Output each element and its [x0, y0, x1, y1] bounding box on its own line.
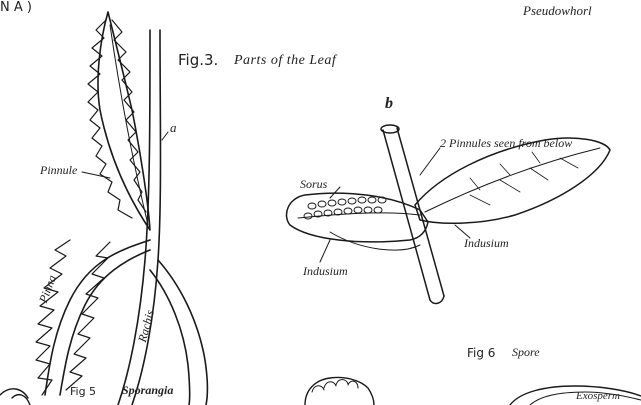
a-leader — [162, 132, 168, 140]
fig3-title: Parts of the Leaf — [234, 53, 336, 69]
label-indusium-left: Indusium — [303, 264, 348, 279]
fig6-stem-bottom — [430, 296, 444, 303]
fig6-right-midrib — [425, 148, 600, 212]
fig5-number: Fig 5 — [70, 385, 96, 398]
top-right-label: Pseudowhorl — [523, 3, 592, 19]
fig5-caption: Sporangia — [122, 383, 173, 398]
pinnule-leader — [82, 172, 110, 178]
indusium-left-leader — [320, 240, 330, 262]
fig6-number: Fig 6 — [467, 346, 495, 360]
fig6-caption: Spore — [512, 345, 540, 360]
rachis-line-left — [118, 30, 150, 405]
label-pinnules-below: 2 Pinnules seen from below — [440, 136, 572, 151]
pinna-branch — [45, 240, 150, 395]
fern-frond — [36, 12, 207, 405]
label-indusium-right: Indusium — [464, 236, 509, 251]
lower-pinna-serration-right — [66, 242, 110, 390]
sporangia-center — [305, 377, 374, 405]
upper-pinnule-outline — [98, 12, 150, 230]
label-sorus: Sorus — [300, 177, 327, 192]
fig6-sori — [304, 197, 386, 219]
top-left-label: N A ) — [0, 0, 32, 15]
fig6-stem-top — [381, 125, 399, 133]
label-pinnule: Pinnule — [40, 163, 77, 178]
label-a: a — [170, 120, 177, 136]
fig6-right-veins — [470, 152, 578, 205]
bottom-right-label: Exosperm — [576, 390, 620, 402]
sporangia-left — [0, 389, 30, 405]
bottom-drawings — [0, 377, 641, 405]
label-b: b — [385, 95, 393, 113]
pinnules-leader — [420, 148, 440, 175]
fig3-number: Fig.3. — [178, 51, 218, 69]
